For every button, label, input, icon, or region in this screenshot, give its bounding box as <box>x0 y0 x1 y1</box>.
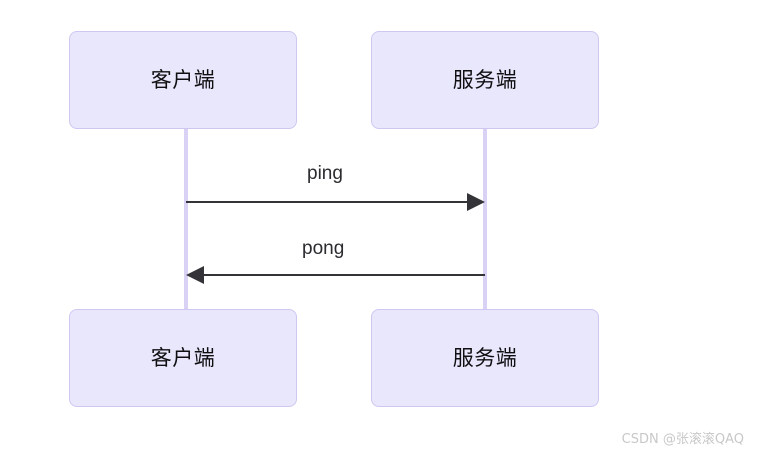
arrow-right-icon <box>467 193 485 211</box>
message-label-pong: pong <box>302 238 345 259</box>
participant-box-server-top[interactable]: 服务端 <box>371 31 599 129</box>
participant-label-server-bottom: 服务端 <box>452 345 518 370</box>
message-label-ping: ping <box>307 163 343 184</box>
participant-box-client-bottom[interactable]: 客户端 <box>69 309 297 407</box>
participant-box-server-bottom[interactable]: 服务端 <box>371 309 599 407</box>
arrow-left-icon <box>186 266 204 284</box>
participant-box-client-top[interactable]: 客户端 <box>69 31 297 129</box>
participant-label-server-top: 服务端 <box>452 67 518 92</box>
watermark-text: CSDN @张滚滚QAQ <box>621 432 744 447</box>
participant-label-client-top: 客户端 <box>150 67 216 92</box>
lifeline-client <box>184 128 188 310</box>
participant-label-client-bottom: 客户端 <box>150 345 216 370</box>
message-line-ping <box>186 201 469 203</box>
lifeline-server <box>483 128 487 310</box>
message-line-pong <box>203 274 485 276</box>
